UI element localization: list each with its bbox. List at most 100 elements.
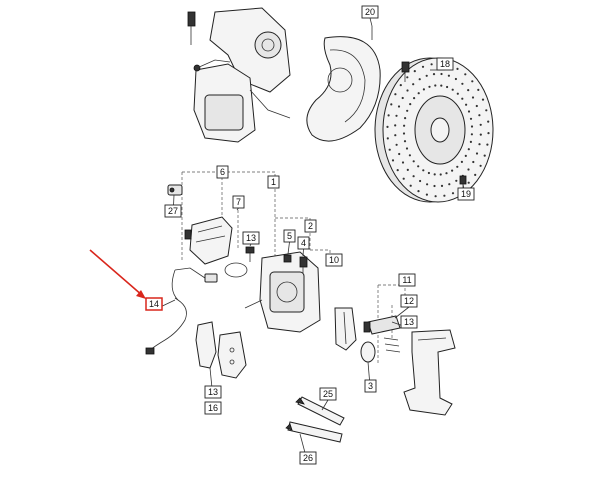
drill-hole — [485, 109, 488, 112]
drill-hole — [486, 143, 489, 146]
callout-box — [164, 204, 182, 218]
drill-hole — [451, 192, 455, 195]
drill-hole — [422, 88, 425, 91]
drill-hole — [464, 154, 467, 157]
guide-bellows — [360, 337, 401, 363]
drill-hole — [440, 72, 443, 76]
drill-hole — [433, 173, 436, 176]
callout-box — [319, 387, 337, 401]
callout-box — [304, 219, 317, 233]
brake-wear-sensor-wire — [145, 267, 218, 355]
grease-tube-26 — [285, 421, 343, 443]
callout-box — [204, 401, 222, 415]
callout-leader — [287, 241, 290, 255]
brake-pad-inner — [195, 321, 217, 369]
drill-hole — [397, 105, 401, 108]
callout-box — [299, 451, 317, 465]
callout-box — [325, 253, 343, 267]
drill-hole — [418, 78, 421, 81]
drill-hole — [471, 80, 474, 83]
wheel-hub-knuckle — [187, 7, 291, 143]
drill-hole — [448, 183, 451, 186]
callout-box — [283, 229, 296, 243]
drill-hole — [456, 165, 459, 168]
drill-hole — [403, 124, 406, 127]
drill-hole — [388, 148, 391, 151]
drill-hole — [396, 169, 399, 172]
drill-hole — [467, 181, 470, 184]
drill-hole — [467, 148, 470, 151]
callout-number-2: 2 — [308, 221, 313, 231]
callout-box — [436, 57, 454, 71]
drill-hole — [390, 103, 393, 106]
callout-box — [145, 297, 163, 311]
grease-tube-25 — [295, 396, 345, 426]
drill-hole — [460, 160, 463, 163]
brake-pad-outer — [217, 331, 247, 379]
callout-box — [457, 187, 475, 201]
callout-number-26: 26 — [303, 453, 313, 463]
callout-leader — [302, 248, 304, 257]
drill-hole — [395, 114, 398, 117]
callout-number-13: 13 — [404, 317, 414, 327]
drill-hole — [419, 179, 422, 183]
drill-hole — [402, 177, 405, 180]
drill-hole — [475, 152, 479, 155]
callout-number-6: 6 — [220, 167, 225, 177]
drill-hole — [440, 184, 444, 187]
callout-number-13: 13 — [208, 387, 218, 397]
callout-number-5: 5 — [287, 231, 292, 241]
callout-number-13: 13 — [246, 233, 256, 243]
highlight-arrow — [89, 249, 146, 299]
callout-number-27: 27 — [168, 206, 178, 216]
brake-disc — [374, 57, 494, 203]
callout-number-4: 4 — [301, 238, 306, 248]
drill-hole — [403, 140, 407, 143]
drill-hole — [467, 168, 470, 171]
drill-hole — [417, 92, 420, 95]
drill-hole — [408, 154, 411, 157]
callout-box — [400, 315, 418, 329]
drill-hole — [398, 152, 401, 156]
drill-hole — [478, 114, 481, 117]
brake-dust-shield — [306, 36, 381, 142]
drill-hole — [454, 77, 457, 81]
drill-hole — [412, 83, 415, 86]
drill-hole — [406, 76, 409, 79]
drill-hole — [481, 98, 485, 101]
drill-hole — [386, 125, 389, 128]
drill-hole — [412, 160, 415, 163]
drill-hole — [422, 169, 425, 172]
drill-hole — [467, 89, 470, 92]
drill-hole — [412, 175, 415, 178]
drill-hole — [430, 63, 433, 66]
drill-hole — [428, 85, 431, 88]
callout-number-1: 1 — [271, 177, 276, 187]
callout-number-14: 14 — [149, 299, 159, 309]
drill-hole — [474, 173, 477, 176]
guide-pin — [363, 315, 401, 335]
drill-hole — [391, 159, 395, 162]
disc-drill-holes — [386, 62, 490, 198]
callout-box — [297, 236, 310, 250]
drill-hole — [394, 124, 397, 127]
drill-hole — [440, 84, 443, 87]
drill-hole — [406, 89, 409, 92]
drill-hole — [456, 67, 459, 70]
cap-and-screw — [283, 254, 308, 274]
drill-hole — [433, 184, 436, 188]
drill-hole — [421, 65, 425, 68]
drill-hole — [434, 84, 437, 87]
drill-hole — [456, 92, 459, 95]
drill-hole — [427, 171, 430, 175]
drill-hole — [469, 140, 472, 143]
drill-hole — [467, 110, 471, 113]
callout-box — [232, 195, 245, 209]
drill-hole — [475, 104, 478, 108]
anti-squeal-plate — [334, 307, 357, 351]
drill-hole — [446, 85, 449, 89]
drill-hole — [477, 88, 480, 91]
drill-hole — [487, 132, 490, 135]
drill-hole — [406, 168, 409, 171]
drill-hole — [387, 114, 390, 117]
